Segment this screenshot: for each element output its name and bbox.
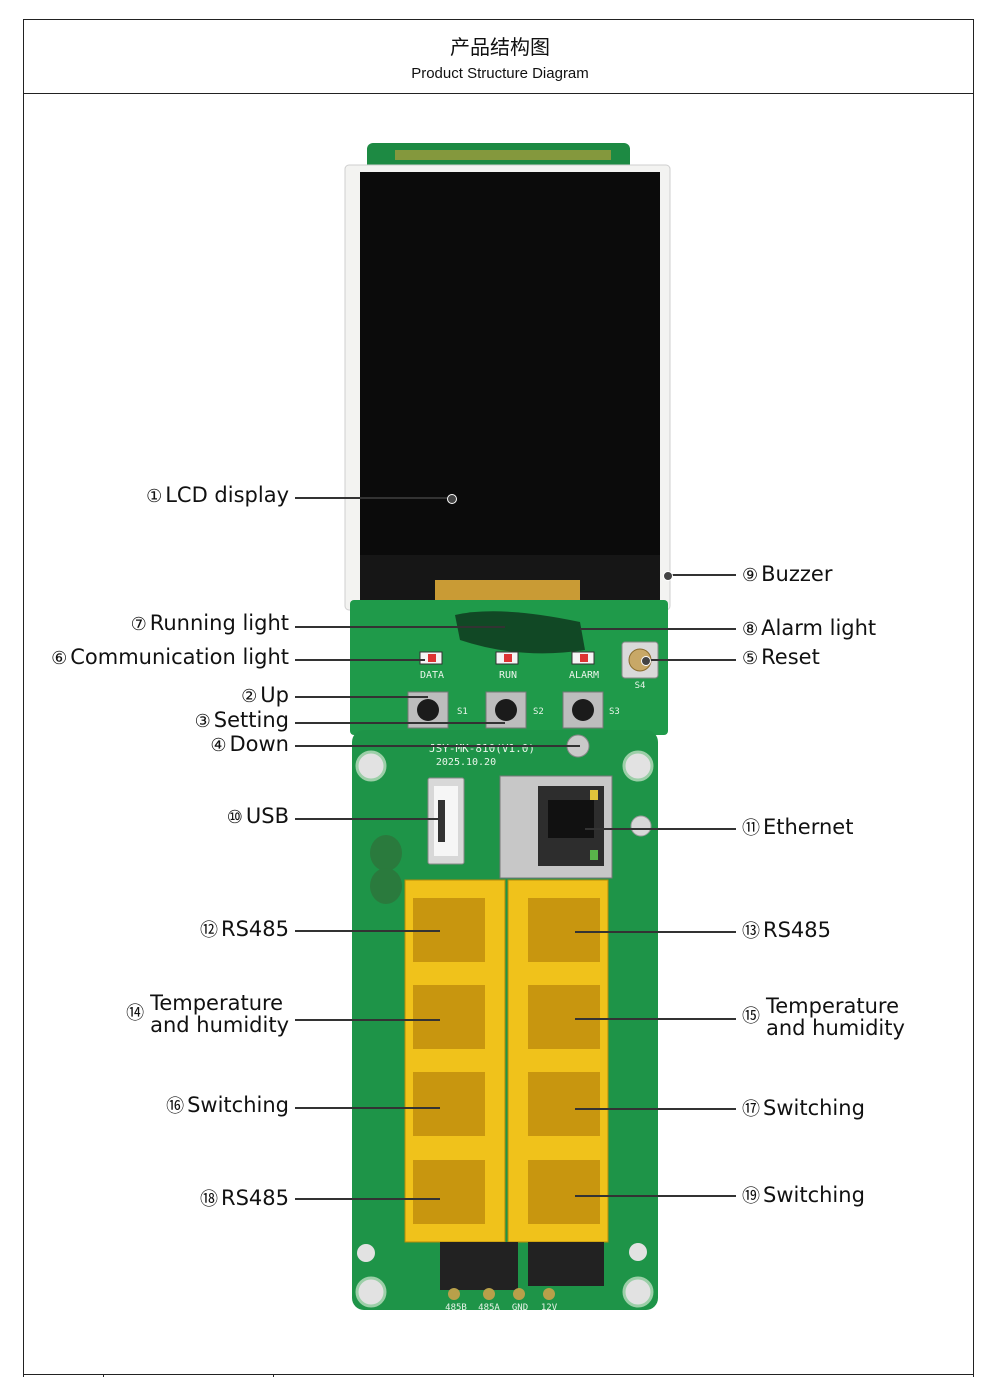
led-label-run: RUN [499, 670, 517, 681]
svg-text:S4: S4 [635, 681, 646, 691]
leader-rs485-12 [295, 930, 440, 932]
leader-reset [645, 659, 736, 661]
leader-switching-19 [575, 1195, 736, 1197]
leader-ethernet [585, 828, 736, 830]
leader-comm-light [295, 659, 425, 661]
leader-temp-15 [575, 1018, 736, 1020]
callout-text: LCD display [165, 483, 289, 507]
tactile-buttons: S1 S2 S3 [407, 691, 620, 729]
anchor-dot [663, 571, 673, 581]
terminal-block: 485B 485A GND 12V [445, 1288, 558, 1313]
ethernet-port [499, 775, 613, 879]
rj45-block-left [404, 879, 506, 1243]
title-english: Product Structure Diagram [411, 65, 589, 82]
leader-alarm-light [580, 628, 736, 630]
leader-temp-14 [295, 1019, 440, 1021]
usb-port [427, 777, 465, 865]
tape [455, 611, 585, 654]
leader-switching-16 [295, 1107, 440, 1109]
leader-down [295, 745, 580, 747]
svg-text:485A: 485A [478, 1303, 500, 1313]
header-divider [23, 93, 974, 94]
anchor-dot [447, 494, 457, 504]
leader-setting [295, 722, 505, 724]
bottom-border [23, 1374, 974, 1375]
lcd-screen [360, 172, 660, 557]
lcd-module [344, 164, 671, 611]
callout-temperature-15: ⑮ Temperature and humidity [742, 994, 905, 1041]
callout-temperature-14: ⑭ Temperature and humidity [126, 991, 289, 1038]
leader-lcd [295, 497, 450, 499]
svg-text:S3: S3 [609, 707, 620, 717]
leader-switching-17 [575, 1108, 736, 1110]
title-chinese: 产品结构图 [450, 35, 550, 59]
bottom-tick [273, 1374, 274, 1377]
board-date: 2025.10.20 [436, 757, 496, 768]
rj45-block-right [507, 879, 609, 1243]
eth-screw [630, 815, 652, 837]
bottom-tick [103, 1374, 104, 1377]
board-model: JSY-MK-810(V1.0) [429, 742, 535, 755]
svg-text:485B: 485B [445, 1303, 467, 1313]
leader-rs485-18 [295, 1198, 440, 1200]
leader-buzzer [668, 574, 736, 576]
svg-text:S1: S1 [457, 707, 468, 717]
leader-rs485-13 [575, 931, 736, 933]
leader-up [295, 696, 428, 698]
led-row: DATA RUN ALARM [419, 651, 599, 681]
leader-usb [295, 818, 445, 820]
leader-running-light [295, 626, 505, 628]
svg-text:S2: S2 [533, 707, 544, 717]
relay-right [528, 1242, 604, 1286]
page-frame [23, 19, 974, 1377]
led-label-alarm: ALARM [569, 670, 599, 681]
led-label-data: DATA [420, 670, 444, 681]
svg-text:12V: 12V [541, 1303, 558, 1313]
anchor-dot [641, 656, 651, 666]
svg-text:GND: GND [512, 1303, 528, 1313]
callout-number: ① [146, 486, 163, 507]
relay-left [440, 1242, 518, 1290]
